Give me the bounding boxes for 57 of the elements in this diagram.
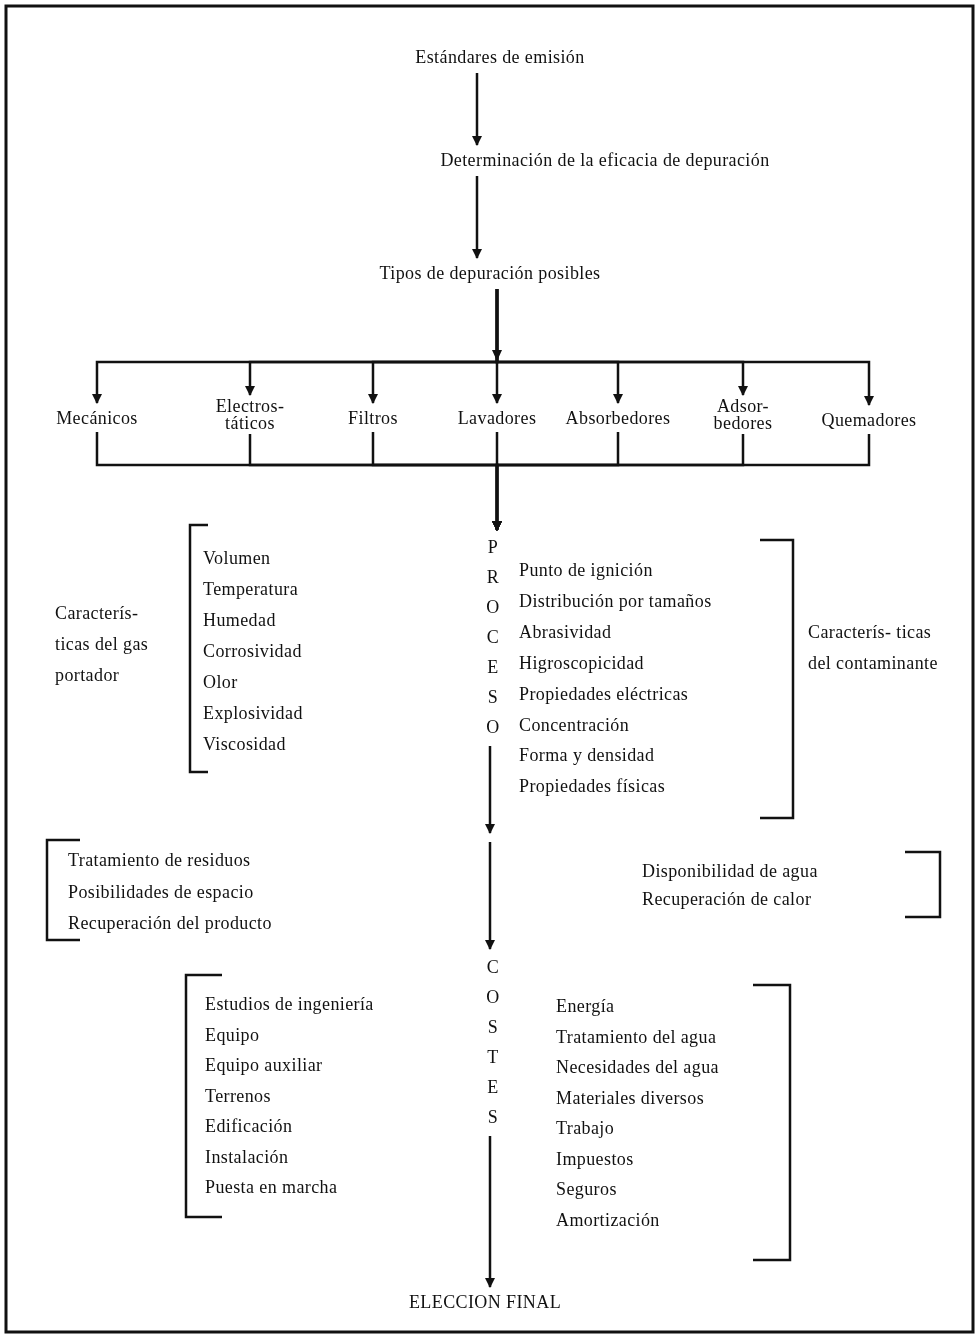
arrow bbox=[484, 746, 496, 835]
list-item: Concentración bbox=[519, 713, 630, 737]
vertical-heading: COSTES bbox=[484, 952, 502, 1132]
arrow bbox=[484, 842, 496, 951]
list-item: Tratamiento del agua bbox=[556, 1025, 717, 1049]
list-item: Energía bbox=[556, 995, 615, 1018]
heading-text: Caracterís- ticas del contaminante bbox=[808, 621, 939, 675]
list-item: Tratamiento de residuos bbox=[68, 849, 251, 872]
device-type: Filtros bbox=[348, 406, 398, 430]
list-item: Olor bbox=[203, 671, 238, 694]
list-item: Amortización bbox=[556, 1208, 660, 1232]
list-item: Materiales diversos bbox=[556, 1086, 705, 1110]
step-text: Determinación de la eficacia de depuración bbox=[440, 148, 770, 172]
list-item: Distribución por tamaños bbox=[519, 589, 712, 613]
list-item: Recuperación de calor bbox=[642, 888, 812, 911]
arrow bbox=[484, 1136, 496, 1289]
list-item: Humedad bbox=[203, 609, 276, 632]
list-item: Temperatura bbox=[203, 578, 299, 601]
list-item: Higroscopicidad bbox=[519, 651, 644, 675]
list-item: Propiedades eléctricas bbox=[519, 682, 689, 706]
list-item: Volumen bbox=[203, 547, 271, 570]
list-item: Instalación bbox=[205, 1145, 289, 1169]
device-type: Mecánicos bbox=[56, 406, 138, 430]
list-item: Posibilidades de espacio bbox=[68, 880, 254, 904]
list-item: Abrasividad bbox=[519, 620, 612, 644]
step-text: Estándares de emisión bbox=[415, 45, 585, 69]
list-item: Seguros bbox=[556, 1178, 617, 1201]
list-item: Trabajo bbox=[556, 1117, 615, 1140]
arrow bbox=[471, 73, 483, 147]
list-item: Disponibilidad de agua bbox=[642, 860, 818, 883]
list-item: Propiedades físicas bbox=[519, 775, 666, 799]
arrow bbox=[495, 289, 875, 407]
heading-text: Caracterís- ticas del gas portador bbox=[55, 602, 150, 687]
device-type: Electros- táticos bbox=[205, 398, 295, 432]
list-item: Recuperación del producto bbox=[68, 912, 272, 935]
list-item: Corrosividad bbox=[203, 640, 302, 663]
list-item: Estudios de ingeniería bbox=[205, 993, 374, 1016]
list-item: Viscosidad bbox=[203, 733, 286, 756]
list-item: Necesidades del agua bbox=[556, 1056, 719, 1079]
list-item: Terrenos bbox=[205, 1084, 271, 1108]
list-item: Explosividad bbox=[203, 702, 303, 725]
list-item: Impuestos bbox=[556, 1147, 634, 1171]
arrow bbox=[491, 434, 871, 532]
list-item: Equipo auxiliar bbox=[205, 1054, 323, 1077]
vertical-heading: PROCESO bbox=[484, 532, 502, 742]
device-type: Absorbedores bbox=[565, 406, 671, 430]
list-item: Forma y densidad bbox=[519, 744, 655, 768]
step-text: Tipos de depuración posibles bbox=[379, 261, 601, 285]
step-text: ELECCION FINAL bbox=[408, 1290, 562, 1314]
list-item: Puesta en marcha bbox=[205, 1176, 338, 1199]
list-item: Punto de ignición bbox=[519, 559, 653, 582]
list-item: Edificación bbox=[205, 1115, 293, 1138]
device-type: Lavadores bbox=[457, 406, 537, 430]
list-item: Equipo bbox=[205, 1023, 260, 1047]
device-type: Quemadores bbox=[821, 408, 917, 432]
device-type: Adsor- bedores bbox=[698, 398, 788, 432]
arrow bbox=[471, 176, 483, 260]
